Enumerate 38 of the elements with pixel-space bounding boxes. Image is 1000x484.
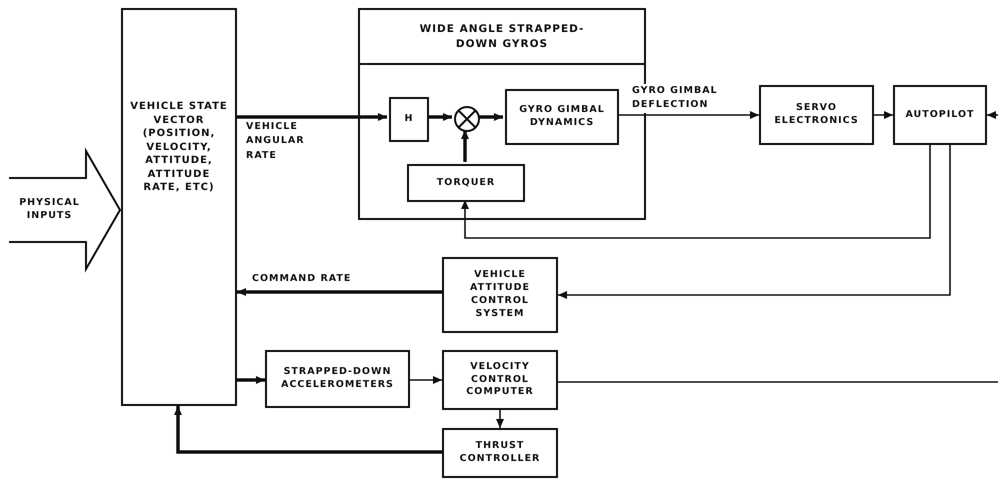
arrow — [237, 113, 387, 121]
arrow — [874, 111, 893, 119]
block-label: TORQUER — [436, 176, 496, 190]
group-title: WIDE ANGLE STRAPPED-DOWN GYROS — [418, 22, 586, 51]
block-label: VELOCITY CONTROL COMPUTER — [465, 360, 535, 400]
block-label: VEHICLE ATTITUDE CONTROL SYSTEM — [469, 269, 531, 321]
arrow — [496, 410, 504, 428]
block — [265, 350, 410, 408]
block-label: THRUST CONTROLLER — [458, 440, 542, 466]
block-label: AUTOPILOT — [904, 108, 976, 122]
arrow — [987, 111, 998, 119]
block — [442, 257, 558, 333]
block-arrow — [8, 150, 121, 270]
block — [389, 97, 429, 142]
arrow — [427, 113, 452, 121]
block — [121, 8, 237, 406]
block-label: STRAPPED-DOWN ACCELEROMETERS — [280, 366, 395, 392]
block-label: PHYSICAL INPUTS — [18, 197, 81, 223]
block-label: H — [404, 113, 414, 126]
arrow — [617, 111, 759, 119]
block — [893, 85, 987, 145]
block-label: GYRO GIMBAL DYNAMICS — [518, 104, 606, 130]
block — [505, 89, 619, 145]
arrow — [461, 130, 469, 162]
arrow — [237, 376, 265, 384]
block-label: SERVO ELECTRONICS — [773, 102, 860, 128]
block — [442, 350, 558, 410]
arrow — [558, 145, 951, 299]
arrow — [174, 406, 442, 454]
arrow — [478, 113, 503, 121]
block — [407, 164, 525, 202]
summing-junction-circle — [454, 106, 480, 132]
block — [759, 85, 874, 145]
arrow — [410, 376, 442, 384]
arrow — [461, 145, 931, 239]
block-label: VEHICLE STATE VECTOR (POSITION, VELOCITY, ATTITUDE, ATTITUDE RATE, ETC) — [129, 100, 229, 194]
block — [442, 428, 558, 478]
arrow — [237, 288, 442, 296]
